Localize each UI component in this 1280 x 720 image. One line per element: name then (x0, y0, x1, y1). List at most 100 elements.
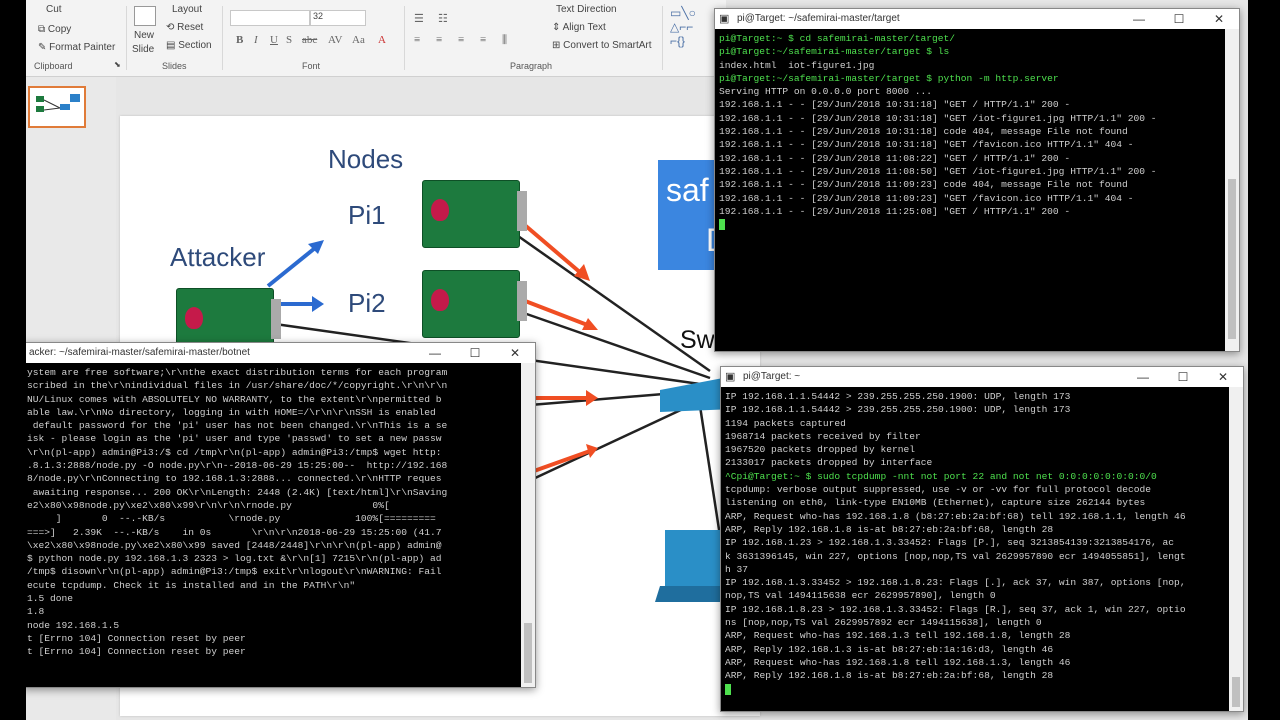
title-box-text-1: saf (666, 172, 709, 208)
terminal-line: IP 192.168.1.3.33452 > 192.168.1.8.23: F… (725, 577, 1186, 589)
terminal-titlebar[interactable]: acker: ~/safemirai-master/safemirai-mast… (26, 343, 535, 363)
terminal-line: 1.8 (27, 606, 45, 618)
terminal-line: 192.168.1.1 - - [29/Jun/2018 10:31:18] c… (719, 126, 1128, 138)
reset-icon: ⟲ (166, 22, 178, 33)
terminal-output[interactable]: IP 192.168.1.1.54442 > 239.255.255.250.1… (721, 387, 1229, 711)
terminal-titlebar[interactable]: ▣ pi@Target: ~/safemirai-master/target —… (715, 9, 1239, 29)
scrollbar-thumb[interactable] (1232, 677, 1240, 707)
align-left-icon[interactable]: ≡ (414, 34, 421, 46)
font-name-field[interactable] (230, 10, 310, 26)
smartart-icon: ⊞ (552, 40, 564, 51)
scrollbar[interactable] (521, 363, 535, 687)
terminal-line: $ python node.py 192.168.1.3 2323 > log.… (27, 553, 442, 565)
terminal-line: ecute tcpdump. Check it is installed and… (27, 579, 356, 591)
nodes-label: Nodes (328, 144, 404, 174)
shapes-gallery[interactable]: ▭╲○△⌐⌐⌐{} (670, 6, 696, 48)
reset-button[interactable]: ⟲ Reset (166, 22, 204, 33)
section-button[interactable]: ▤ Section (166, 40, 212, 51)
terminal-line: index.html iot-figure1.jpg (719, 59, 875, 71)
align-center-icon[interactable]: ≡ (436, 34, 443, 46)
dialog-launcher-icon[interactable]: ⬊ (114, 60, 121, 69)
terminal-line: t [Errno 104] Connection reset by peer (27, 646, 246, 658)
pi2-label: Pi2 (348, 288, 386, 318)
terminal-line: ] 0 --.-KB/s \rnode.py 100%[========= (27, 513, 436, 525)
terminal-line: node 192.168.1.5 (27, 619, 120, 631)
terminal-line: IP 192.168.1.23 > 192.168.1.3.33452: Fla… (725, 537, 1175, 549)
italic-button[interactable]: I (254, 34, 258, 46)
separator (662, 6, 663, 70)
bold-button[interactable]: B (236, 34, 244, 46)
terminal-window-tcpdump[interactable]: ▣ pi@Target: ~ — ☐ ✕ IP 192.168.1.1.5444… (720, 366, 1244, 712)
terminal-line: pi@Target:~/safemirai-master/target $ ls (719, 46, 950, 58)
terminal-line: tcpdump: verbose output suppressed, use … (725, 484, 1152, 496)
window-title: pi@Target: ~/safemirai-master/target (737, 13, 900, 24)
close-button[interactable]: ✕ (509, 346, 521, 360)
separator (222, 6, 223, 70)
justify-icon[interactable]: ≡ (480, 34, 487, 46)
terminal-line: IP 192.168.1.8.23 > 192.168.1.3.33452: F… (725, 603, 1186, 615)
right-black-bar (1248, 0, 1280, 720)
change-case-icon[interactable]: Aa (352, 34, 365, 46)
terminal-line: 8/node.py\r\nConnecting to 192.168.1.3:2… (27, 473, 442, 485)
terminal-icon: ▣ (725, 371, 736, 383)
terminal-line: e2\x80\x98node.py\xe2\x80\x99\r\n\r\n\rn… (27, 499, 390, 511)
layout-button[interactable]: Layout (172, 4, 203, 15)
maximize-button[interactable]: ☐ (1177, 370, 1189, 384)
cut-button[interactable]: Cut (46, 4, 62, 15)
powerpoint-ribbon: Cut ⧉ Copy ✎ Format Painter Clipboard ⬊ … (26, 0, 726, 77)
text-cursor-icon (725, 683, 731, 695)
maximize-button[interactable]: ☐ (1173, 12, 1185, 26)
terminal-window-http-server[interactable]: ▣ pi@Target: ~/safemirai-master/target —… (714, 8, 1240, 352)
bullets-icon[interactable]: ☰ (414, 13, 424, 25)
minimize-button[interactable]: — (1133, 12, 1145, 26)
slide-thumbnail-1[interactable] (28, 86, 86, 128)
terminal-output[interactable]: ystem are free software;\r\nthe exact di… (26, 363, 521, 687)
underline-button[interactable]: U (270, 34, 278, 46)
terminal-line: ARP, Request who-has 192.168.1.3 tell 19… (725, 630, 1071, 642)
close-button[interactable]: ✕ (1217, 370, 1229, 384)
terminal-output[interactable]: pi@Target:~ $ cd safemirai-master/target… (715, 29, 1225, 351)
terminal-line: nop,TS val 1494115638 ecr 2629957890], l… (725, 590, 996, 602)
terminal-line: /tmp$ disown\r\n(pl-app) admin@Pi3:/tmp$… (27, 566, 442, 578)
terminal-line: ^Cpi@Target:~ $ sudo tcpdump -nnt not po… (725, 470, 1157, 482)
text-direction-button[interactable]: Text Direction (556, 4, 617, 15)
terminal-window-botnet[interactable]: acker: ~/safemirai-master/safemirai-mast… (26, 342, 536, 688)
window-title: acker: ~/safemirai-master/safemirai-mast… (29, 347, 250, 358)
scrollbar-thumb[interactable] (1228, 179, 1236, 339)
separator (126, 6, 127, 70)
scrollbar-thumb[interactable] (524, 623, 532, 683)
scrollbar[interactable] (1225, 29, 1239, 351)
format-painter-button[interactable]: ✎ Format Painter (38, 42, 116, 53)
terminal-titlebar[interactable]: ▣ pi@Target: ~ — ☐ ✕ (721, 367, 1243, 387)
convert-smartart-button[interactable]: ⊞ Convert to SmartArt (552, 40, 652, 51)
columns-icon[interactable]: ⫼ (502, 34, 508, 46)
raspberry-pi-icon (422, 270, 527, 338)
attacker-label: Attacker (170, 242, 266, 272)
terminal-line: isk - please login as the 'pi' user and … (27, 433, 442, 445)
terminal-line: \r\n(pl-app) admin@Pi3:/$ cd /tmp\r\n(pl… (27, 446, 442, 458)
align-right-icon[interactable]: ≡ (458, 34, 465, 46)
scrollbar[interactable] (1229, 387, 1243, 711)
font-color-icon[interactable]: A (378, 34, 386, 46)
terminal-line: 1967520 packets dropped by kernel (725, 444, 915, 456)
terminal-line: ns [nop,nop,TS val 2629957892 ecr 149411… (725, 617, 1042, 629)
maximize-button[interactable]: ☐ (469, 346, 481, 360)
terminal-line: 192.168.1.1 - - [29/Jun/2018 10:31:18] "… (719, 112, 1157, 124)
align-text-button[interactable]: ⇕ Align Text (552, 22, 606, 33)
terminal-line: pi@Target:~/safemirai-master/target $ py… (719, 72, 1059, 84)
minimize-button[interactable]: — (429, 346, 441, 360)
strikethrough-button[interactable]: abc (302, 34, 318, 46)
terminal-cursor-line (725, 683, 1229, 696)
char-spacing-icon[interactable]: AV (328, 34, 343, 46)
minimize-button[interactable]: — (1137, 370, 1149, 384)
font-size-field[interactable]: 32 (310, 10, 366, 26)
align-text-icon: ⇕ (552, 22, 563, 33)
close-button[interactable]: ✕ (1213, 12, 1225, 26)
terminal-line: scribed in the\r\nindividual files in /u… (27, 380, 448, 392)
terminal-line: IP 192.168.1.1.54442 > 239.255.255.250.1… (725, 391, 1071, 402)
copy-button[interactable]: ⧉ Copy (38, 24, 72, 35)
numbering-icon[interactable]: ☷ (438, 13, 448, 25)
shadow-button[interactable]: S (286, 34, 293, 46)
new-slide-button[interactable]: New Slide (132, 6, 158, 58)
terminal-line: 1194 packets captured (725, 417, 846, 429)
